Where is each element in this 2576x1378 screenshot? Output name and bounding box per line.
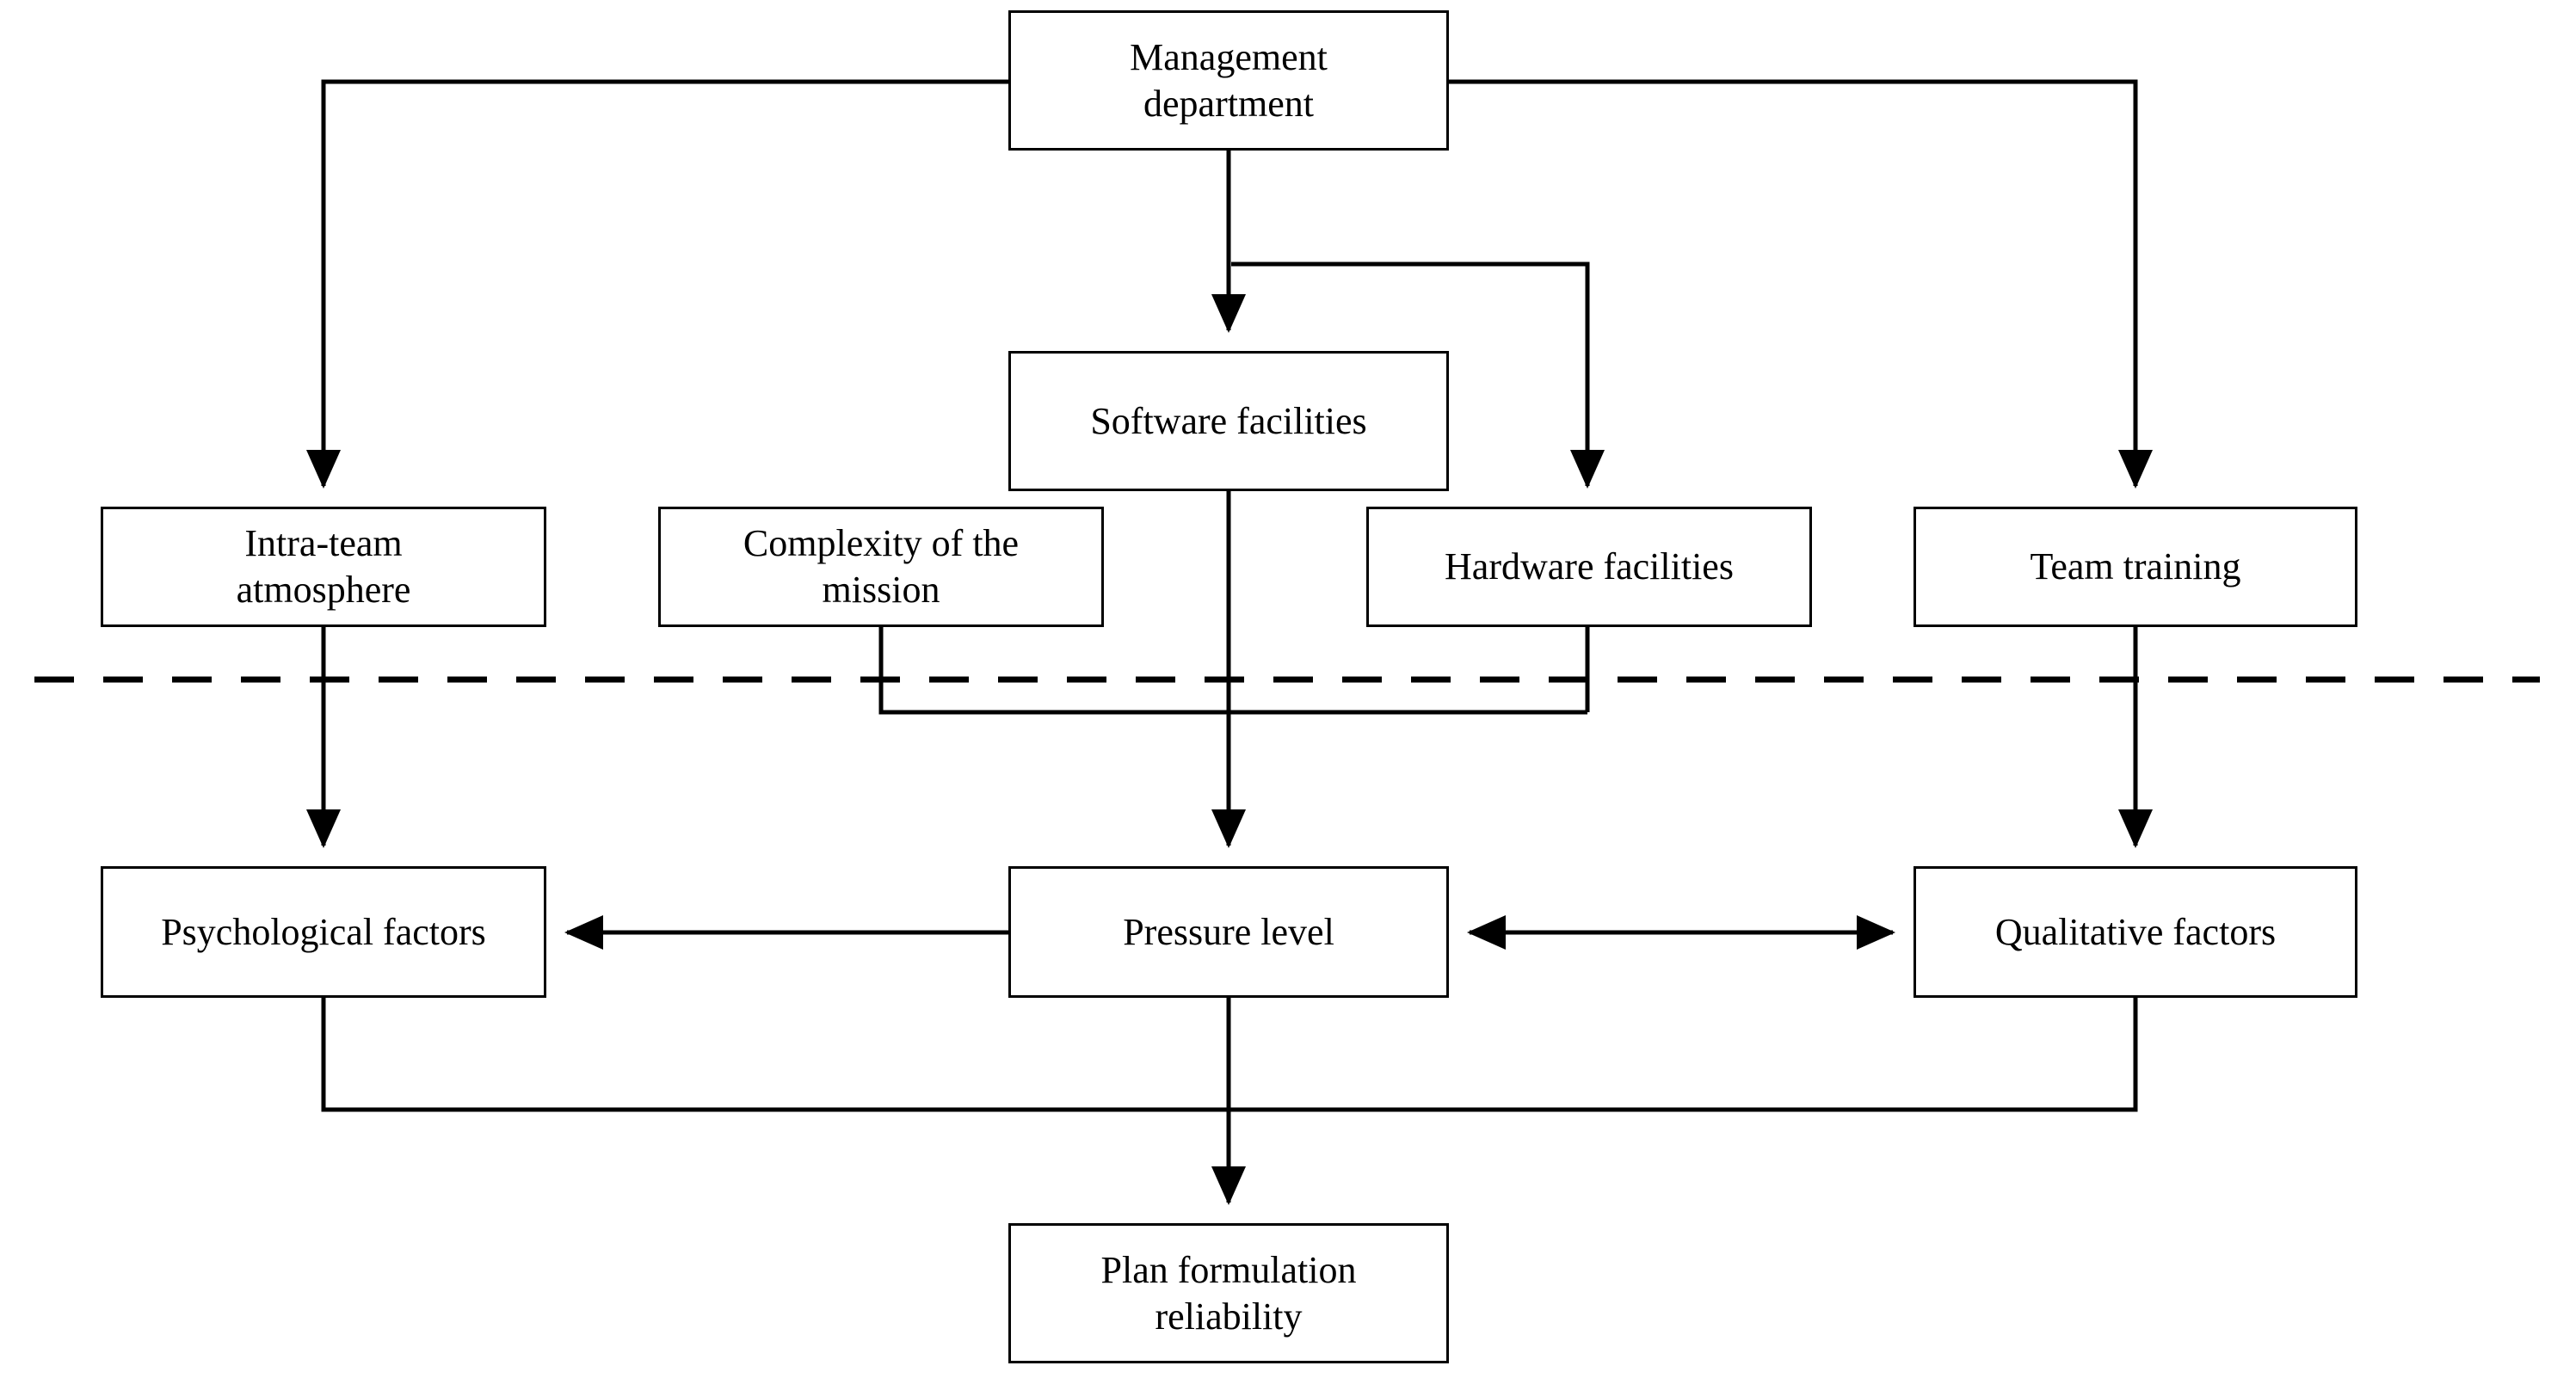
edge-management-to-team-training	[1449, 79, 2153, 489]
node-pressure-level[interactable]: Pressure level	[1008, 866, 1449, 998]
node-management-department[interactable]: Management department	[1008, 10, 1449, 151]
node-plan-formulation-reliability[interactable]: Plan formulation reliability	[1008, 1223, 1449, 1363]
edge-qualitative-to-plan	[1229, 998, 2138, 1112]
edge-complexity-to-pressure	[878, 627, 1587, 715]
node-intra-team-atmosphere[interactable]: Intra-team atmosphere	[101, 507, 546, 627]
node-psychological-factors[interactable]: Psychological factors	[101, 866, 546, 998]
edge-management-to-intra-team	[306, 79, 1008, 489]
edge-psychological-to-plan	[321, 998, 1229, 1112]
node-software-facilities[interactable]: Software facilities	[1008, 351, 1449, 491]
node-complexity-of-the-mission[interactable]: Complexity of the mission	[658, 507, 1104, 627]
node-qualitative-factors[interactable]: Qualitative factors	[1914, 866, 2357, 998]
node-hardware-facilities[interactable]: Hardware facilities	[1366, 507, 1812, 627]
node-team-training[interactable]: Team training	[1914, 507, 2357, 627]
